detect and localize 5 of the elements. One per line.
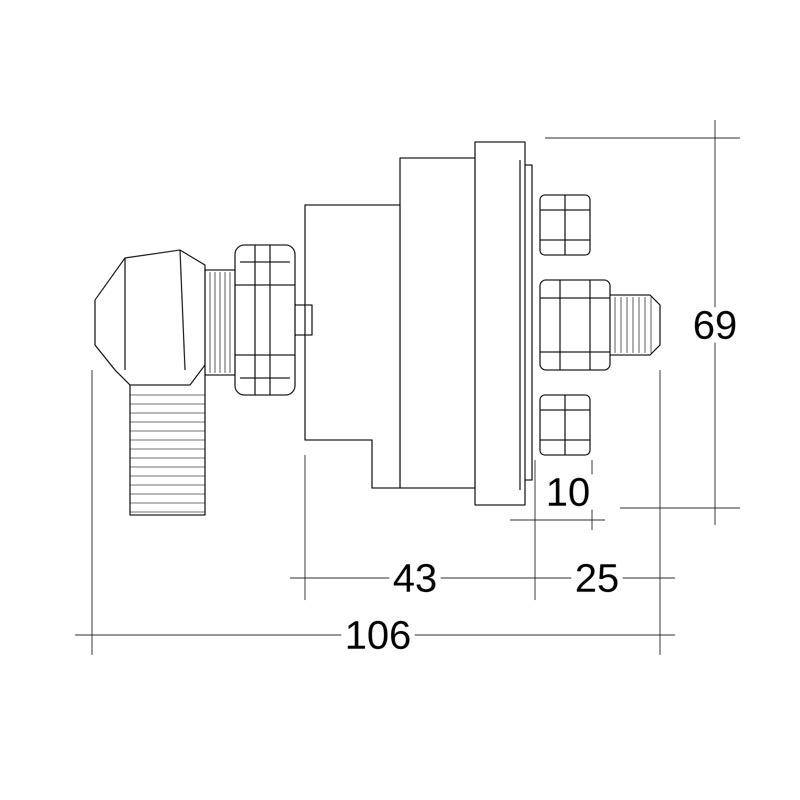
dimension-label: 43 [389, 560, 441, 596]
dimension-label: 69 [689, 307, 741, 343]
dimension-label: 106 [341, 617, 415, 653]
dimension-label: 10 [542, 474, 594, 510]
dimension-label: 25 [571, 560, 623, 596]
